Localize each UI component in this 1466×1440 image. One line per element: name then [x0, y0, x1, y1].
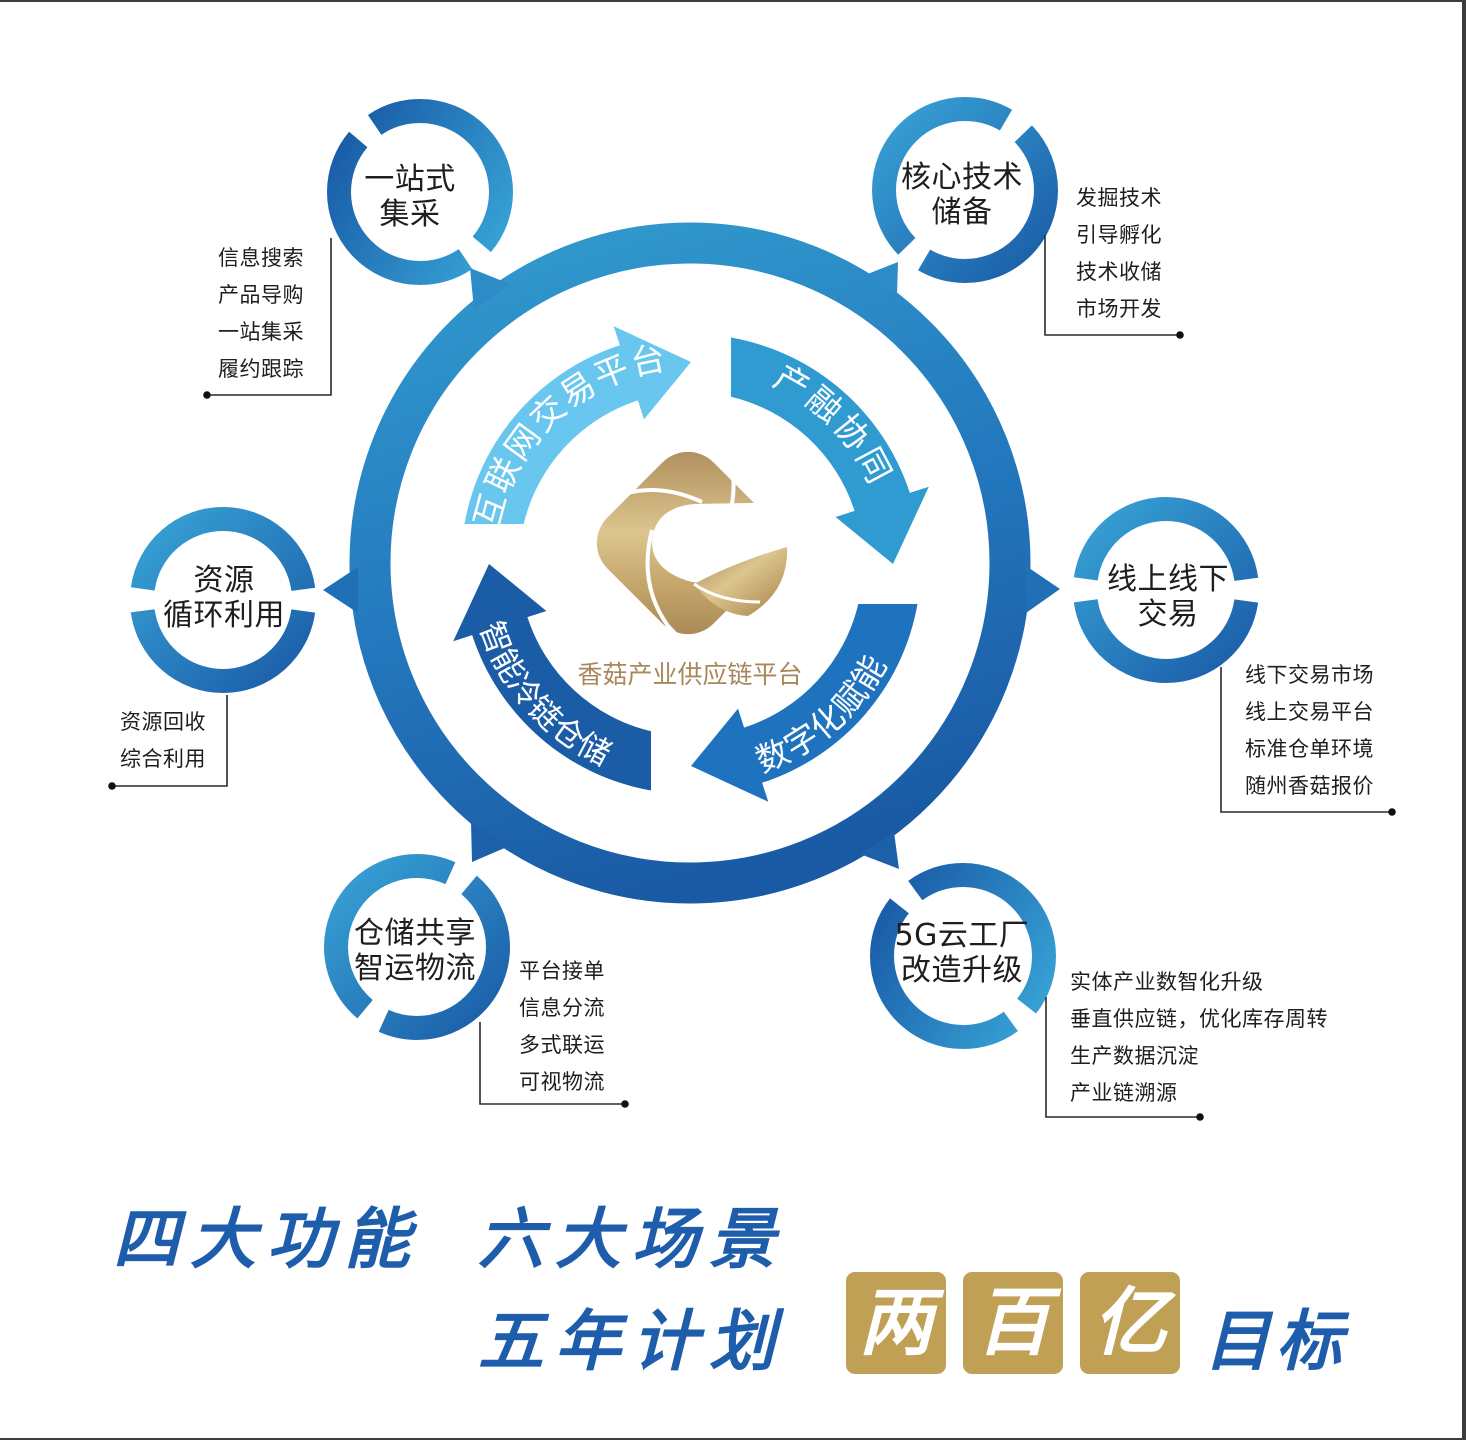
list-item: 多式联运 [519, 1033, 605, 1057]
main-cycle-ring [349, 222, 1031, 904]
callout-dot-icon [108, 782, 116, 790]
pointer-bottom-right-icon [860, 832, 899, 869]
function-arrow-cold-chain-storage [453, 564, 651, 791]
callout-dot-icon [1196, 1113, 1204, 1121]
pointer-bottom-left-icon [471, 822, 507, 862]
scenario-title-line: 智运物流 [354, 951, 476, 986]
target-char-box: 两 [846, 1272, 946, 1374]
scenario-ring-warehouse-logistics [324, 854, 510, 1040]
list-item: 随州香菇报价 [1245, 774, 1374, 798]
scenario-title-tech-reserve: 核心技术 储备 [852, 160, 1072, 230]
list-item: 线上交易平台 [1245, 700, 1374, 724]
target-char-box: 百 [963, 1272, 1063, 1374]
pointer-top-left-icon [470, 268, 510, 310]
list-item: 平台接单 [519, 959, 605, 983]
callout-dot-icon [621, 1100, 629, 1108]
function-arrow-digital-empowerment [691, 604, 918, 802]
callout-line-procurement [207, 238, 332, 396]
scenario-title-line: 5G云工厂 [894, 918, 1030, 953]
list-item: 信息搜索 [218, 246, 304, 270]
list-item: 生产数据沉淀 [1070, 1044, 1199, 1068]
list-item: 发掘技术 [1076, 186, 1162, 210]
callout-lines [112, 235, 1392, 1118]
list-item: 一站集采 [218, 320, 304, 344]
scenario-ring-procurement [327, 99, 513, 285]
function-arrow-internet-trading [464, 326, 691, 524]
scenario-title-online-offline: 线上线下 交易 [1058, 562, 1278, 632]
scenario-title-line: 集采 [379, 197, 441, 232]
list-item: 线下交易市场 [1245, 663, 1374, 687]
list-item: 技术收储 [1076, 260, 1162, 284]
target-char: 百 [976, 1280, 1050, 1366]
pointer-right-icon [1026, 566, 1060, 613]
scenario-ring-5g-factory [870, 863, 1056, 1049]
scenario-items-tech-reserve: 发掘技术 引导孵化 技术收储 市场开发 [1076, 180, 1162, 328]
target-char: 两 [859, 1280, 933, 1366]
scenario-title-line: 核心技术 [901, 160, 1023, 195]
slogan-four-functions: 四大功能 [113, 1201, 421, 1278]
target-char-box: 亿 [1080, 1272, 1180, 1374]
pointer-top-right-icon [860, 262, 898, 294]
scenario-items-online-offline: 线下交易市场 线上交易平台 标准仓单环境 随州香菇报价 [1245, 657, 1374, 805]
list-item: 引导孵化 [1076, 223, 1162, 247]
callout-line-online-offline [1220, 667, 1392, 813]
scenario-ring-tech-reserve [872, 97, 1058, 283]
scenario-title-line: 交易 [1137, 597, 1199, 632]
callout-line-5g-factory [1045, 997, 1200, 1118]
scenario-title-line: 资源 [193, 563, 255, 598]
scenario-title-warehouse-logistics: 仓储共享 智运物流 [305, 916, 525, 986]
list-item: 实体产业数智化升级 [1070, 970, 1264, 994]
scenario-title-recycling: 资源 循环利用 [114, 563, 334, 633]
ring-pointers [323, 262, 1060, 869]
function-arrow-industry-finance [731, 337, 929, 564]
scenario-title-line: 仓储共享 [354, 916, 476, 951]
scenario-items-recycling: 资源回收 综合利用 [120, 704, 206, 778]
slogan-target-suffix: 目标 [1204, 1303, 1348, 1380]
callout-line-recycling [112, 695, 228, 787]
list-item: 市场开发 [1076, 297, 1162, 321]
target-char: 亿 [1093, 1280, 1167, 1366]
scenario-rings [130, 97, 1259, 1049]
pointer-left-icon [323, 567, 358, 613]
list-item: 标准仓单环境 [1245, 737, 1374, 761]
callout-dot-icon [1388, 808, 1396, 816]
callout-dots [108, 331, 1396, 1121]
scenario-title-line: 循环利用 [163, 598, 285, 633]
platform-logo-icon [596, 435, 800, 654]
scenario-items-5g-factory: 实体产业数智化升级 垂直供应链，优化库存周转 生产数据沉淀 产业链溯源 [1070, 964, 1328, 1112]
scenario-title-line: 一站式 [364, 162, 456, 197]
function-label-cold-chain-storage: 智能冷链仓储 [472, 616, 617, 773]
list-item: 资源回收 [120, 710, 206, 734]
slogan-five-year-plan: 五年计划 [478, 1303, 786, 1380]
callout-dot-icon [203, 391, 211, 399]
scenario-items-warehouse-logistics: 平台接单 信息分流 多式联运 可视物流 [519, 953, 605, 1101]
list-item: 综合利用 [120, 747, 206, 771]
scenario-title-line: 储备 [931, 195, 993, 230]
callout-line-tech-reserve [1044, 235, 1180, 336]
scenario-title-5g-factory: 5G云工厂 改造升级 [852, 918, 1072, 988]
callout-line-warehouse-logistics [479, 1022, 625, 1105]
scenario-items-procurement: 信息搜索 产品导购 一站集采 履约跟踪 [218, 240, 304, 388]
scenario-ring-online-offline [1073, 497, 1259, 683]
callout-dot-icon [1176, 331, 1184, 339]
scenario-title-line: 线上线下 [1107, 562, 1229, 597]
list-item: 信息分流 [519, 996, 605, 1020]
list-item: 垂直供应链，优化库存周转 [1070, 1007, 1328, 1031]
slogan-six-scenarios: 六大场景 [478, 1201, 786, 1278]
list-item: 产业链溯源 [1070, 1081, 1178, 1105]
list-item: 履约跟踪 [218, 357, 304, 381]
list-item: 可视物流 [519, 1070, 605, 1094]
list-item: 产品导购 [218, 283, 304, 307]
scenario-title-procurement: 一站式 集采 [300, 162, 520, 232]
platform-caption: 香菇产业供应链平台 [577, 660, 802, 689]
scenario-ring-recycling [130, 507, 316, 693]
scenario-title-line: 改造升级 [901, 953, 1023, 988]
